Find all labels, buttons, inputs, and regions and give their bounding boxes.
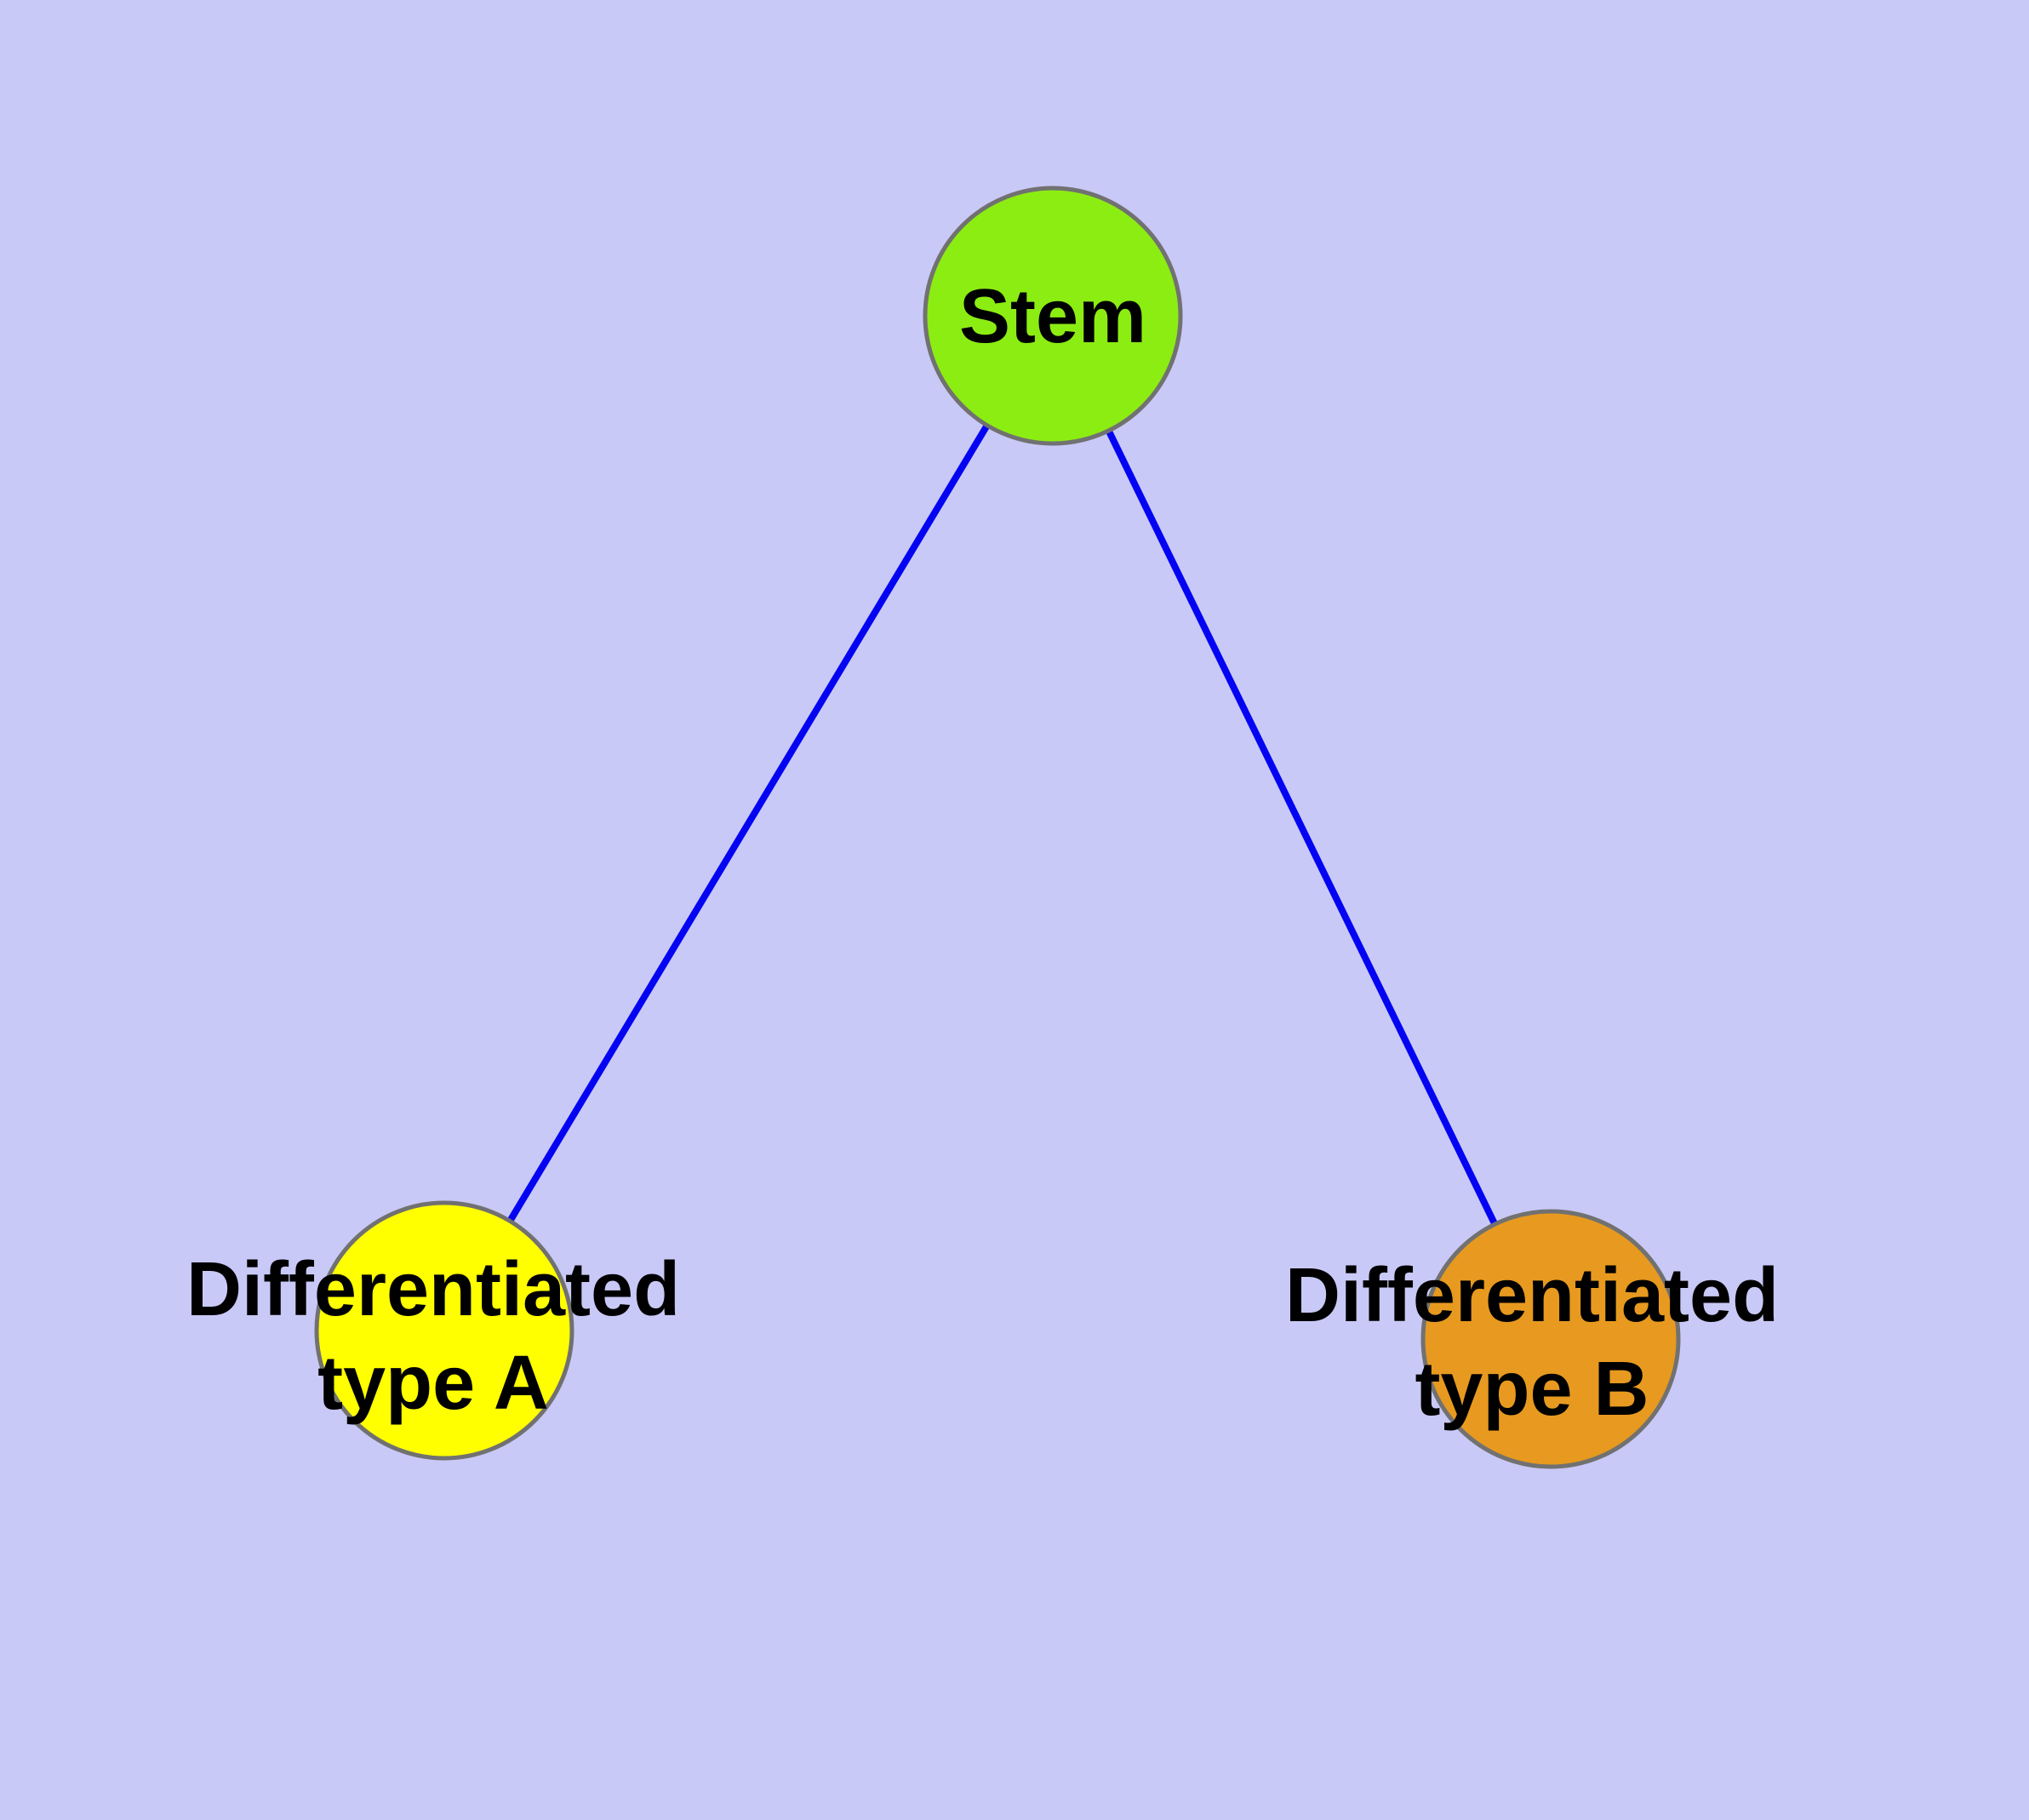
edge-stem-to-type-b: [1049, 314, 1554, 1341]
node-type-b: [1420, 1209, 1681, 1469]
edge-stem-to-type-a: [441, 313, 1056, 1333]
node-type-a: [314, 1200, 574, 1461]
node-stem: [923, 186, 1183, 446]
